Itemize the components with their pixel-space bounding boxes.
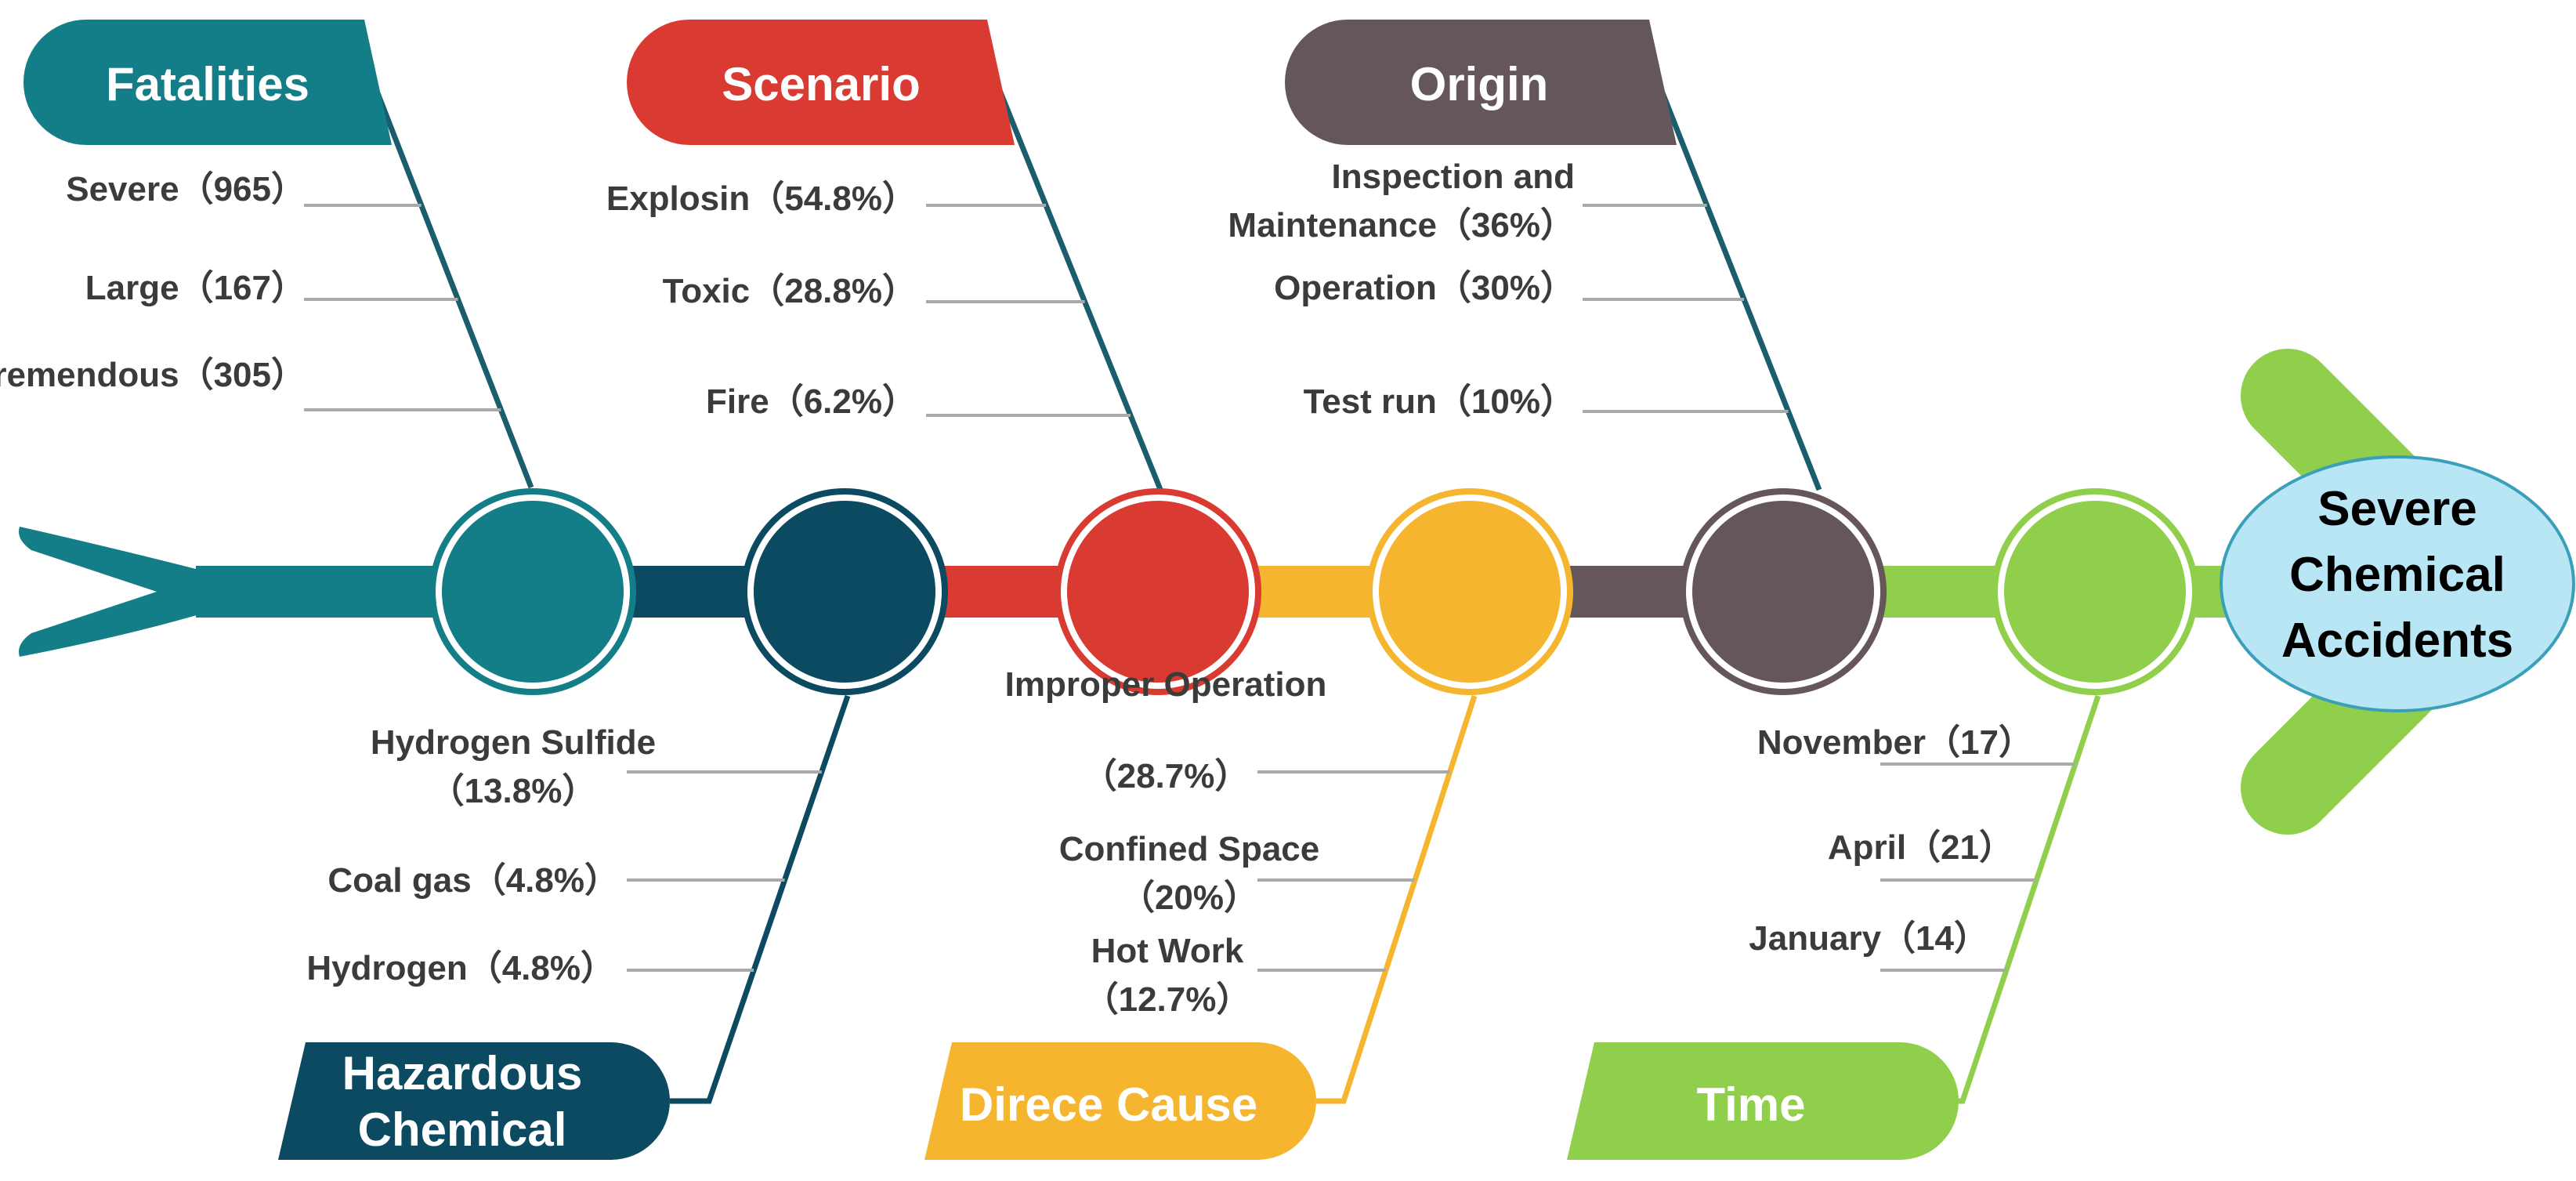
category-title: Direce Cause (960, 1078, 1257, 1131)
category-banner (278, 1042, 670, 1160)
item-label: （12.7%） (1084, 980, 1251, 1019)
category-bone (670, 694, 851, 1104)
effect-text-line: Chemical (2289, 548, 2505, 602)
item-label: April（21） (1828, 828, 2013, 867)
item-label: （28.7%） (1083, 757, 1250, 795)
node-circle-outer (1992, 488, 2198, 695)
category-title: Scenario (722, 58, 920, 110)
category-banner (1567, 1042, 1959, 1160)
node-circle-ring (1061, 494, 1255, 689)
node-circle-ring (1998, 494, 2192, 689)
item-label: Operation（30%） (1274, 269, 1575, 307)
item-label: Explosin（54.8%） (606, 179, 917, 218)
effect-ellipse (2220, 455, 2575, 712)
node-circle-outer (429, 488, 636, 695)
node-circle-outer (1366, 488, 1573, 695)
item-label: （13.8%） (430, 772, 597, 810)
category-banner (24, 20, 392, 145)
bones-layer (304, 66, 2101, 1104)
item-label: （20%） (1120, 879, 1258, 917)
category-bone (1959, 694, 2101, 1104)
item-label: Test run（10%） (1304, 382, 1575, 421)
node-circle-ring (1686, 494, 1880, 689)
item-label: Hydrogen Sulfide (371, 723, 656, 762)
item-label: Hot Work (1091, 932, 1244, 970)
item-label: Improper Operation (1005, 665, 1327, 704)
fish-tail (19, 527, 223, 657)
category-banner (1285, 20, 1677, 145)
node-circle-outer (1055, 488, 1261, 695)
item-label: November（17） (1757, 723, 2033, 762)
category-title: Hazardous (342, 1047, 583, 1099)
node-circle-ring (1373, 494, 1567, 689)
item-label: Fire（6.2%） (706, 382, 917, 421)
circles-layer (429, 488, 2198, 695)
category-banner (627, 20, 1015, 145)
item-label: Hydrogen（4.8%） (306, 949, 615, 987)
item-label: Confined Space (1059, 830, 1320, 868)
node-circle-ring (747, 494, 942, 689)
item-label: Severe（965） (66, 170, 306, 208)
category-title: Fatalities (106, 58, 309, 110)
category-bone (1649, 66, 1822, 491)
item-label: January（14） (1749, 919, 1988, 958)
node-circle-ring (436, 494, 630, 689)
item-label: Large（167） (85, 269, 306, 307)
effect-text-line: Accidents (2281, 614, 2513, 668)
node-circle-outer (1680, 488, 1887, 695)
category-bone (1316, 694, 1478, 1104)
category-banner (924, 1042, 1316, 1160)
effect-text-line: Severe (2317, 482, 2477, 536)
node-circle-outer (741, 488, 948, 695)
item-label: Toxic（28.8%） (663, 272, 917, 310)
item-label: Maintenance（36%） (1228, 206, 1575, 245)
category-title: Time (1697, 1078, 1806, 1131)
category-bone (987, 66, 1164, 493)
item-label: Coal gas（4.8%） (327, 861, 619, 900)
category-title: Chemical (358, 1103, 567, 1156)
category-bone (364, 66, 534, 489)
category-title: Origin (1410, 58, 1549, 110)
item-label: Tremendous（305） (0, 356, 306, 394)
labels-layer: SevereChemicalAccidentsFatalitiesSevere（… (0, 20, 2513, 1160)
item-label: Inspection and (1332, 158, 1575, 196)
